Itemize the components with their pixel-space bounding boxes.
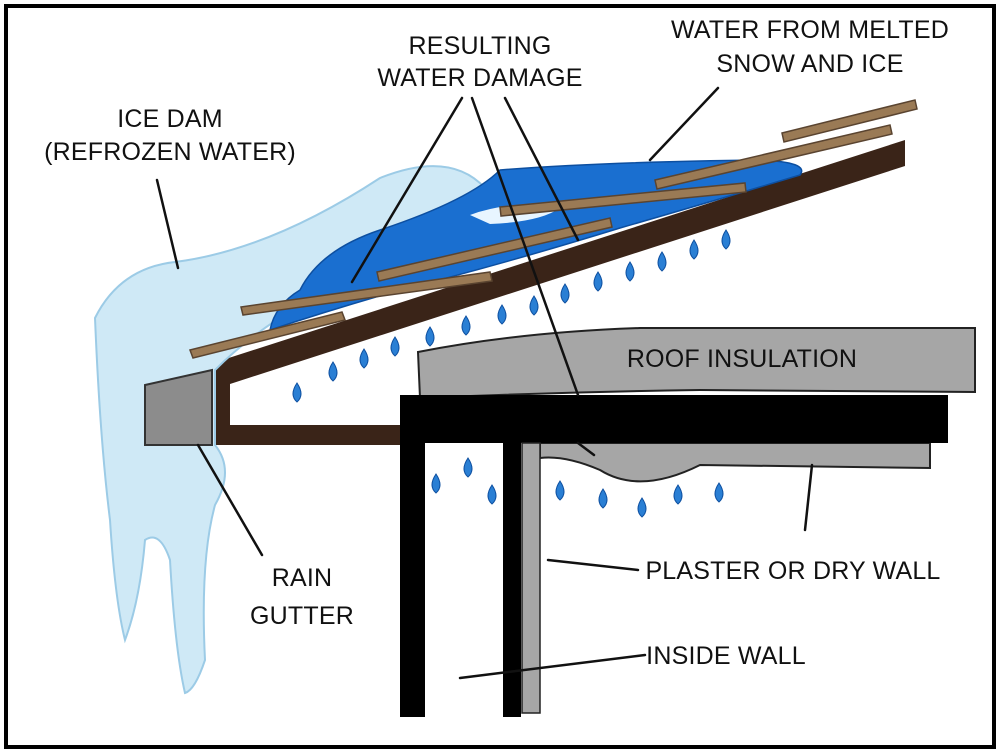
shingle bbox=[781, 99, 918, 143]
leader-damage-4 bbox=[576, 441, 596, 457]
wall-framing bbox=[400, 395, 948, 717]
water-drop bbox=[292, 382, 302, 403]
water-drop bbox=[529, 295, 539, 316]
water-drop bbox=[461, 315, 471, 336]
leader-meltwater bbox=[648, 86, 720, 162]
water-drops bbox=[292, 229, 731, 518]
label-inside-wall: INSIDE WALL bbox=[646, 642, 806, 670]
ice-dam bbox=[93, 165, 489, 695]
roof-rafter bbox=[145, 140, 905, 445]
label-meltwater-line2: SNOW AND ICE bbox=[716, 50, 903, 78]
leader-inside-wall bbox=[458, 653, 647, 680]
label-resulting-line1: RESULTING bbox=[408, 32, 551, 60]
plaster-ceiling bbox=[539, 442, 931, 483]
leader-lines bbox=[155, 86, 814, 680]
label-meltwater-line1: WATER FROM MELTED bbox=[671, 16, 949, 44]
water-drop bbox=[431, 473, 441, 494]
rain-gutter bbox=[144, 368, 213, 446]
leader-plaster-1 bbox=[546, 558, 640, 572]
leader-ice-dam bbox=[155, 178, 180, 270]
drywall-strip bbox=[521, 442, 541, 714]
inside-wall-stud bbox=[503, 443, 521, 717]
water-drop bbox=[673, 484, 683, 505]
water-drop bbox=[598, 488, 608, 509]
water-drop bbox=[721, 229, 731, 250]
outer-wall-stud bbox=[400, 395, 425, 717]
water-drop bbox=[625, 261, 635, 282]
leader-damage-1 bbox=[350, 96, 464, 284]
water-drop bbox=[390, 336, 400, 357]
label-resulting-line2: WATER DAMAGE bbox=[377, 64, 582, 92]
water-drop bbox=[497, 304, 507, 325]
water-drop bbox=[637, 497, 647, 518]
label-ice-dam-line2: (REFROZEN WATER) bbox=[44, 138, 296, 166]
water-drop bbox=[555, 480, 565, 501]
water-drop bbox=[425, 326, 435, 347]
leader-damage-3 bbox=[503, 96, 580, 242]
ceiling-beam bbox=[400, 395, 948, 443]
label-roof-insulation: ROOF INSULATION bbox=[627, 345, 857, 373]
water-drop bbox=[487, 484, 497, 505]
label-ice-dam-line1: ICE DAM bbox=[117, 105, 223, 133]
shingle bbox=[376, 217, 613, 282]
label-rain-gutter-line2: GUTTER bbox=[250, 602, 354, 630]
leader-gutter bbox=[196, 443, 264, 557]
shingle bbox=[240, 271, 493, 316]
shingle bbox=[654, 124, 893, 190]
water-drop bbox=[359, 348, 369, 369]
leader-damage-2 bbox=[470, 96, 580, 397]
rafter-tail bbox=[212, 378, 230, 425]
label-rain-gutter-line1: RAIN bbox=[272, 564, 333, 592]
water-drop bbox=[593, 271, 603, 292]
water-drop bbox=[328, 361, 338, 382]
water-drop bbox=[657, 251, 667, 272]
water-drop bbox=[714, 482, 724, 503]
water-drop bbox=[560, 283, 570, 304]
shingle bbox=[189, 311, 346, 359]
water-drop bbox=[463, 457, 473, 478]
label-plaster: PLASTER OR DRY WALL bbox=[645, 557, 940, 585]
leader-plaster-2 bbox=[803, 463, 814, 532]
water-drop bbox=[689, 239, 699, 260]
